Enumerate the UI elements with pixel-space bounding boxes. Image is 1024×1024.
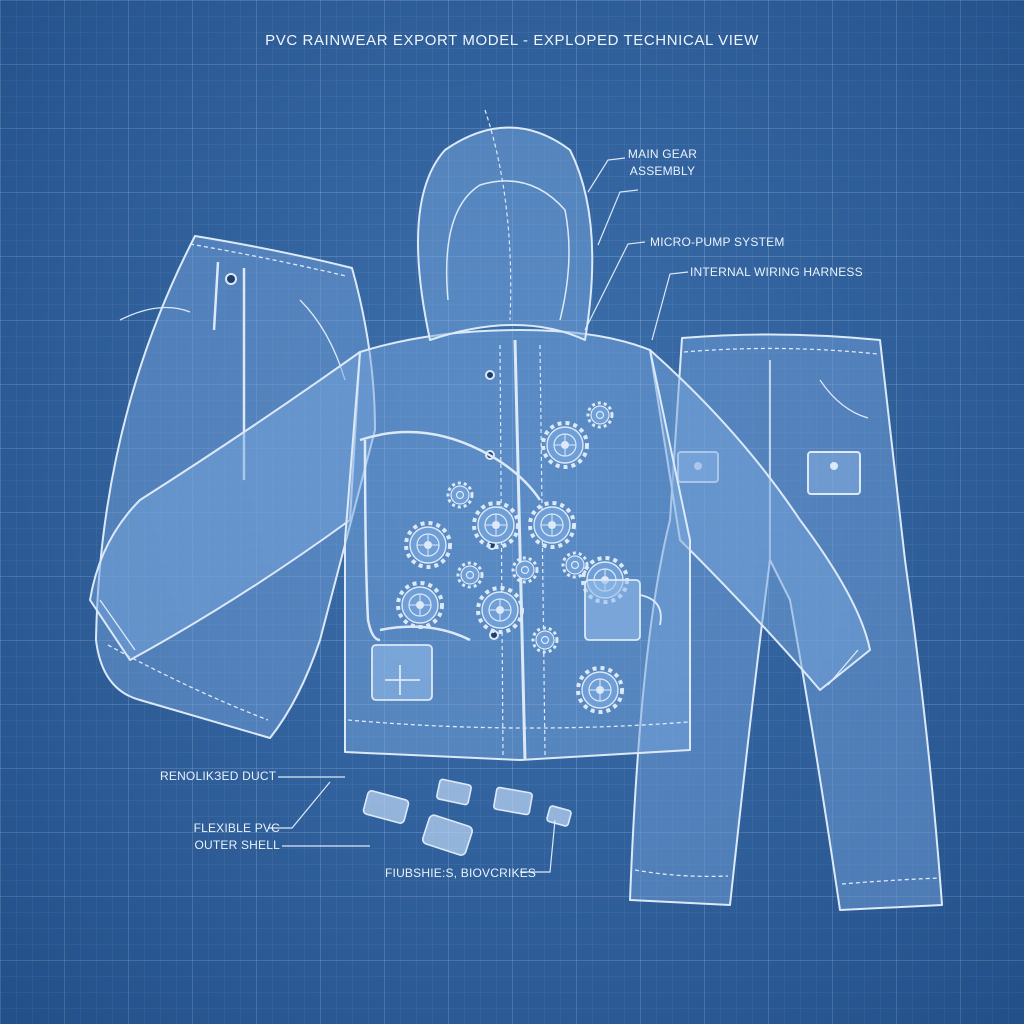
callout-main-gear-line2: ASSEMBLY <box>629 164 696 178</box>
callout-outer-shell-line1: FLEXIBLE PVC <box>193 821 280 835</box>
jacket-garment <box>89 109 871 761</box>
callout-internal-wiring-harness: INTERNAL WIRING HARNESS <box>690 265 863 279</box>
callout-leader-lines <box>268 157 689 873</box>
diagram-title: PVC RAINWEAR EXPORT MODEL - EXPLOPED TEC… <box>265 32 759 49</box>
callout-fasteners: FIUBSHIE:S, BIOVCRIKES <box>385 866 537 880</box>
duct-tubing <box>359 430 542 642</box>
callout-main-gear-line1: MAIN GEAR <box>627 147 698 161</box>
callout-main-gear-assembly: MAIN GEAR ASSEMBLY <box>620 146 705 180</box>
fastener-parts <box>362 778 572 856</box>
callout-outer-shell-line2: OUTER SHELL <box>194 838 280 852</box>
micro-pump-unit <box>371 579 662 701</box>
callout-duct: RENOLIKЗED DUCT <box>160 769 277 783</box>
callout-micro-pump-system: MICRO-PUMP SYSTEM <box>650 235 785 249</box>
callout-flexible-pvc-outer-shell: FLEXIBLE PVC OUTER SHELL <box>180 820 280 854</box>
